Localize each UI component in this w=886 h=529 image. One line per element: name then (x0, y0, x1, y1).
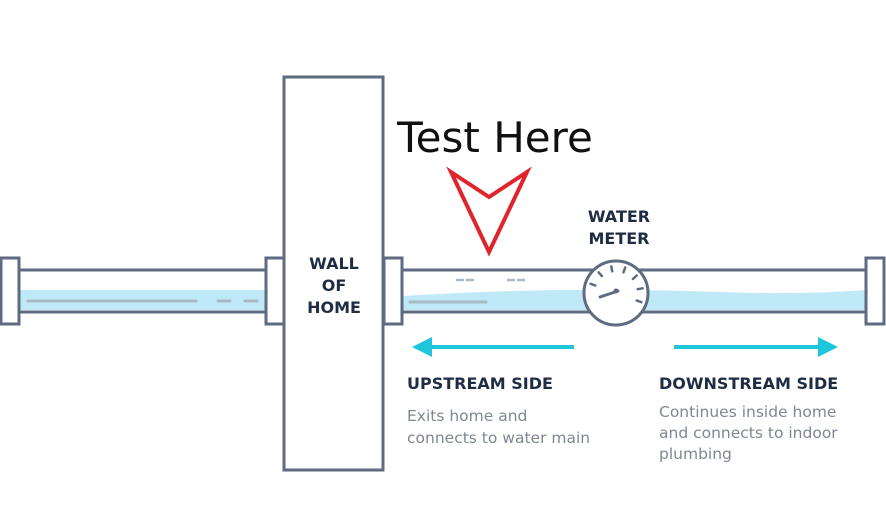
water-meter-gauge (582, 259, 650, 327)
gauge-tick (597, 271, 604, 278)
test-here-label: Test Here (396, 113, 593, 162)
test-arrow-icon (446, 166, 532, 257)
downstream-heading: DOWNSTREAM SIDE (659, 374, 838, 393)
downstream-desc-line3: plumbing (659, 445, 732, 463)
wall-of-home: WALL OF HOME (282, 75, 385, 472)
gauge-tick (631, 274, 638, 281)
gauge-tick (610, 265, 614, 273)
wall-label-line3: HOME (307, 298, 361, 317)
downstream-desc-line1: Continues inside home (659, 403, 836, 421)
gauge-tick (636, 287, 644, 291)
upstream-heading: UPSTREAM SIDE (407, 374, 553, 393)
meter-label-line2: METER (588, 229, 649, 248)
wall-label-line2: OF (322, 276, 347, 295)
gauge-tick (622, 266, 627, 274)
gauge-ticks (589, 265, 644, 304)
left-pipe (0, 256, 286, 326)
upstream-desc-line2: connects to water main (407, 429, 590, 447)
meter-label-line1: WATER (588, 207, 650, 226)
wall-label-line1: WALL (309, 254, 359, 273)
gauge-tick (589, 282, 597, 287)
upstream-desc-line1: Exits home and (407, 407, 527, 425)
downstream-desc-line2: and connects to indoor (659, 424, 838, 442)
gauge-tick (635, 299, 643, 304)
